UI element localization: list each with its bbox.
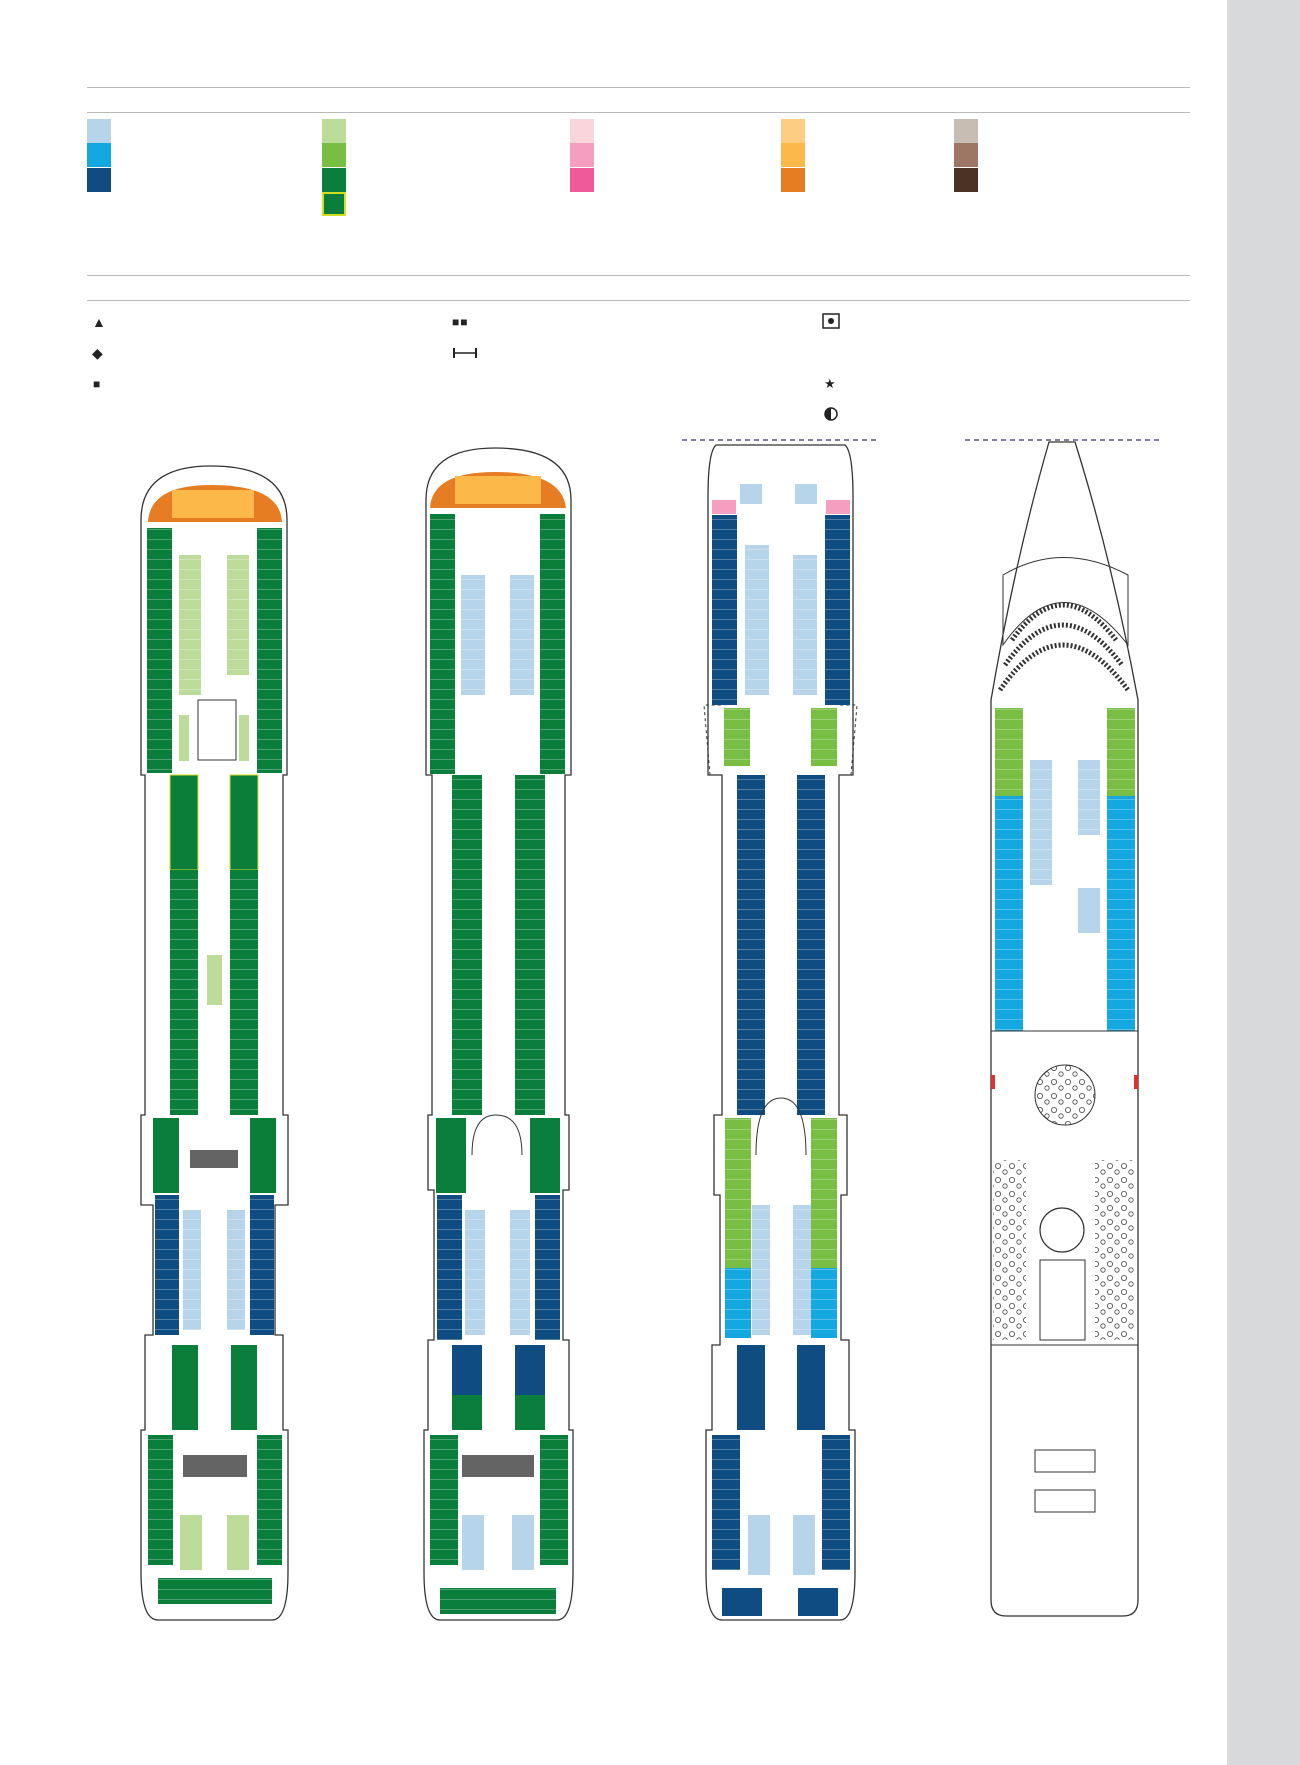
swatch-mid-green — [322, 143, 346, 167]
swatch-light-green — [322, 119, 346, 143]
swatch-light-orange — [781, 119, 805, 143]
swatch-mid-orange — [781, 143, 805, 167]
rule-top-2 — [87, 112, 1190, 113]
rule-mid-2 — [87, 300, 1190, 301]
deck-1-outlined-stbd — [229, 774, 259, 871]
swatch-light-blue — [87, 119, 111, 143]
deck-plan-3 — [682, 439, 878, 1621]
deck-plan-4 — [965, 439, 1163, 1617]
rule-mid-1 — [87, 275, 1190, 276]
deck-4-red-marker-stbd — [1134, 1075, 1138, 1089]
swatch-mid-pink — [570, 143, 594, 167]
swatch-dark-pink — [570, 168, 594, 192]
swatch-dark-blue — [87, 168, 111, 192]
deck-3-pink-stbd — [826, 500, 850, 514]
rule-top-1 — [87, 87, 1190, 88]
swatch-dark-green — [322, 168, 346, 192]
double-square-icon: ■■ — [452, 315, 469, 329]
deck-4-lounge-stbd — [1095, 1160, 1135, 1340]
deck-1-mid-inner — [207, 955, 222, 1005]
square-icon: ■ — [93, 377, 101, 391]
half-circle-icon — [824, 407, 838, 421]
star-icon: ★ — [824, 376, 836, 391]
swatch-mid-blue — [87, 143, 111, 167]
swatch-dark-brown — [954, 168, 978, 192]
page-margin-sidebar — [1227, 0, 1300, 1765]
boxed-dot-icon — [822, 313, 840, 329]
deck-1-bow-inner — [172, 490, 254, 518]
swatch-dark-orange — [781, 168, 805, 192]
deck-plan-2 — [423, 447, 574, 1621]
deck-plan-1 — [140, 465, 289, 1621]
swatch-light-brown — [954, 119, 978, 143]
deck-4-lounge-port — [993, 1160, 1026, 1340]
swatch-mid-brown — [954, 143, 978, 167]
swatch-dark-green-outlined — [322, 192, 346, 216]
swatch-light-pink — [570, 119, 594, 143]
connecting-bar-icon — [453, 348, 477, 358]
deck-4-atrium — [1034, 1064, 1096, 1126]
deck-1-outlined-port — [169, 774, 199, 871]
triangle-icon: ▲ — [92, 314, 106, 330]
deck-4-red-marker-port — [991, 1075, 995, 1089]
deck-3-pink-port — [712, 500, 736, 514]
diamond-icon: ◆ — [92, 345, 103, 361]
